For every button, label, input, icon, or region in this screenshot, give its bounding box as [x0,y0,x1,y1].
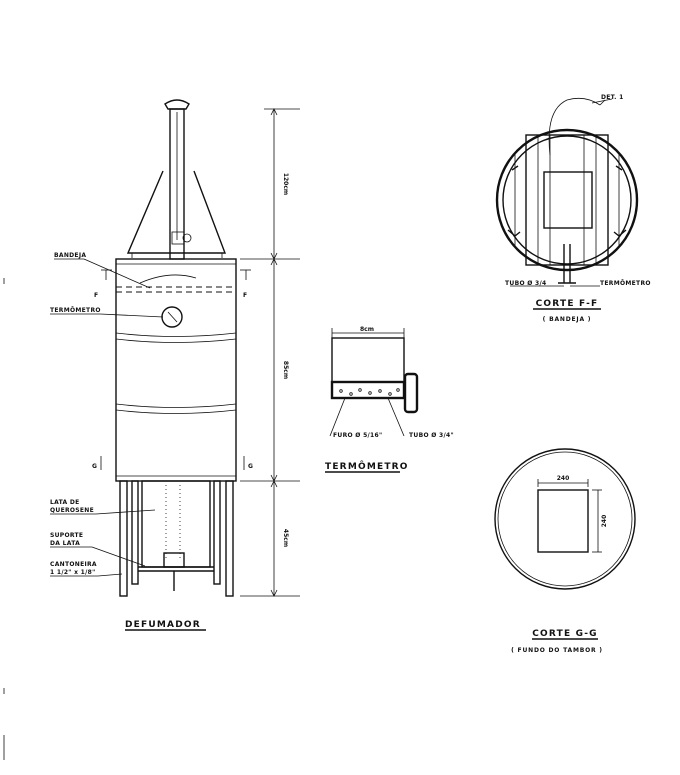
chimney-cap [164,99,190,110]
damper [171,231,185,245]
label-termometro-ff: TERMÔMETRO [600,280,651,287]
label-tubo-term: TUBO Ø 3/4" [409,432,454,439]
section-mark-g-left: G [92,463,97,470]
dim-thermo-width: 8cm [360,326,374,333]
dim-chimney-height: 120cm [282,173,289,195]
corte-ff-plate [543,171,593,229]
title-corte-gg: CORTE G-G [532,629,598,639]
label-lata-2: QUEROSENE [50,507,94,514]
label-suporte-1: SUPORTE [50,532,83,539]
subtitle-corte-ff: ( BANDEJA ) [543,316,592,323]
label-lata-1: LATA DE [50,499,80,506]
label-tubo-ff: TUBO Ø 3/4 [505,280,546,287]
corte-ff: DET. 1 TUBO Ø 3/4 TERMÔMETRO CORTE F-F (… [495,94,651,323]
dim-gg-width: 240 [557,475,570,482]
corte-gg-opening [537,489,589,553]
dim-gg-height: 240 [601,515,608,528]
section-mark-f-right: F [243,292,247,299]
leg-left [119,480,128,597]
label-cantoneira-1: CANTONEIRA [50,561,97,568]
corte-ff-outer [495,128,639,272]
leg-right [225,480,234,597]
dim-drum-height: 85cm [282,361,289,379]
corte-gg-outer [494,448,636,590]
thermo-knob [403,372,419,414]
section-mark-f-left: F [94,292,98,299]
label-furo: FURO Ø 5/16" [333,432,382,439]
title-corte-ff: CORTE F-F [536,299,599,309]
kerosene-can [141,480,211,568]
subtitle-corte-gg: ( FUNDO DO TAMBOR ) [511,647,603,654]
title-defumador: DEFUMADOR [125,620,201,630]
corte-gg: 240 240 CORTE G-G ( FUNDO DO TAMBOR ) [494,448,636,654]
chimney-hood [126,170,227,254]
termometro-detail: 8cm FURO Ø 5/16" TUBO Ø 3/4" TERMÔMETRO [325,326,454,473]
section-mark-g-right: G [248,463,253,470]
label-cantoneira-2: 1 1/2" x 1/8" [50,569,96,576]
label-suporte-2: DA LATA [50,540,80,547]
title-termometro: TERMÔMETRO [325,460,409,472]
dim-legs-height: 45cm [282,529,289,547]
leg-left-inner [131,480,139,585]
defumador-elevation: F F G G 120cm 85cm [50,99,300,631]
leg-right-inner [213,480,221,585]
label-termometro: TERMÔMETRO [50,307,101,314]
label-det: DET. 1 [601,94,624,101]
label-bandeja: BANDEJA [54,252,86,259]
thermo-body [330,380,406,400]
